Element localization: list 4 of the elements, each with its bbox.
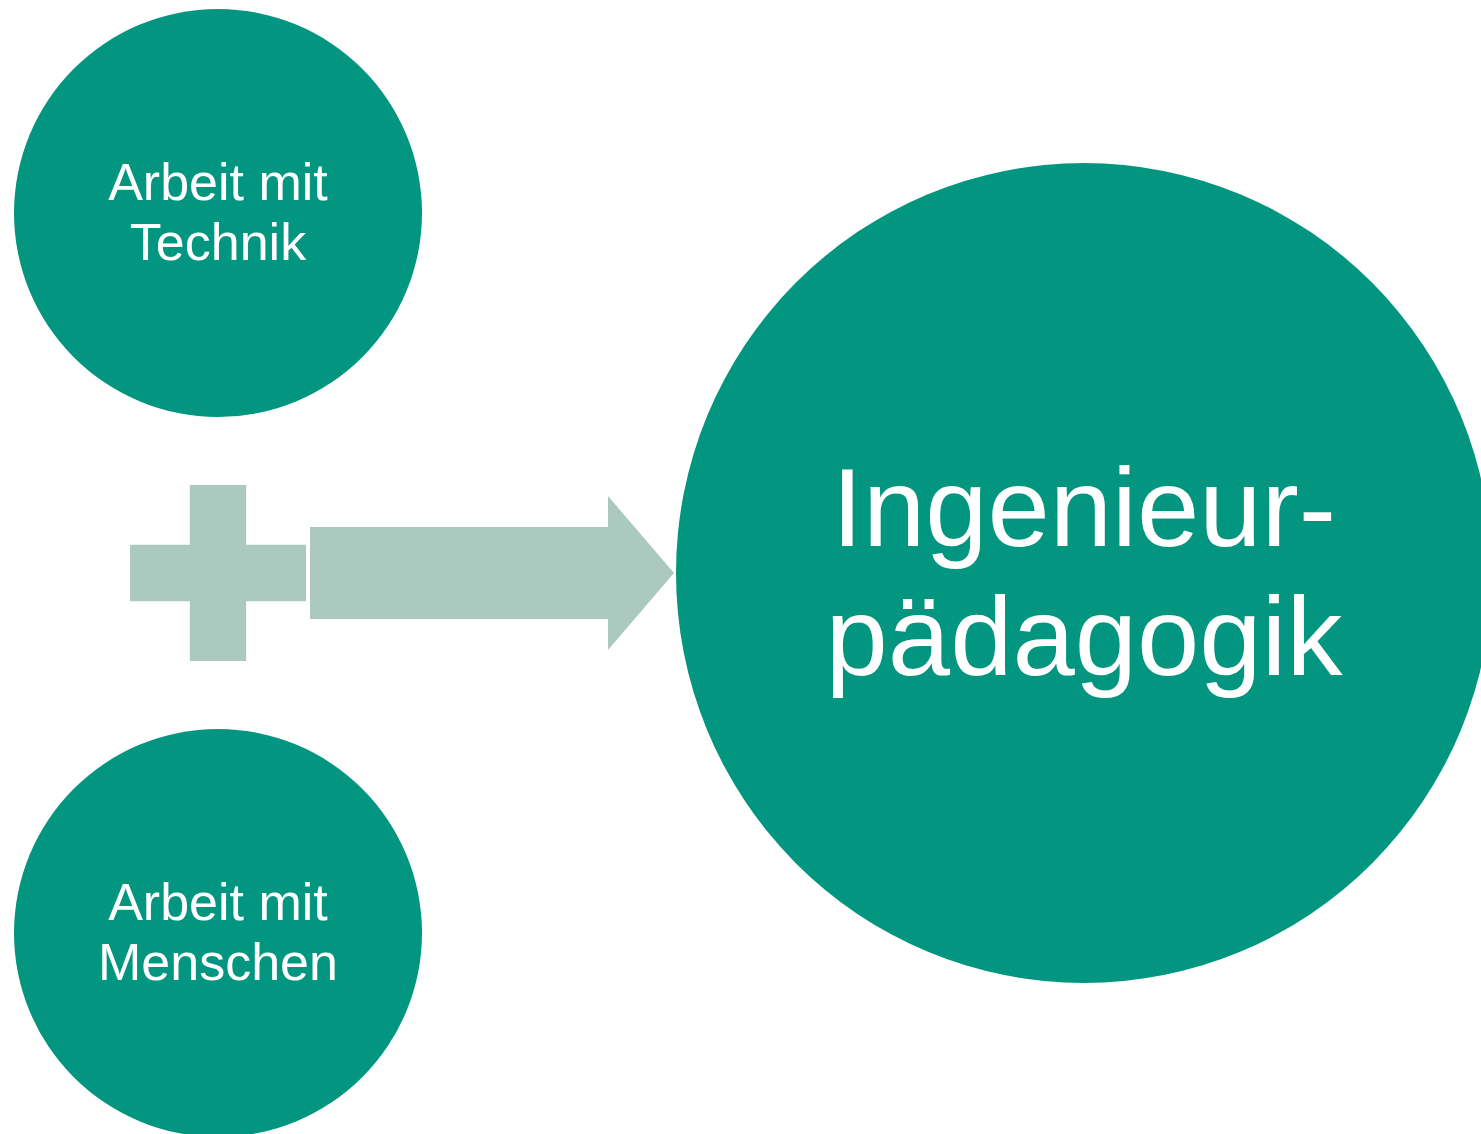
block-arrow: [310, 496, 674, 650]
node-label: Arbeit mit Technik: [107, 153, 329, 273]
node-label: Ingenieur- pädagogik: [824, 444, 1344, 701]
node-label: Arbeit mit Menschen: [97, 873, 339, 993]
